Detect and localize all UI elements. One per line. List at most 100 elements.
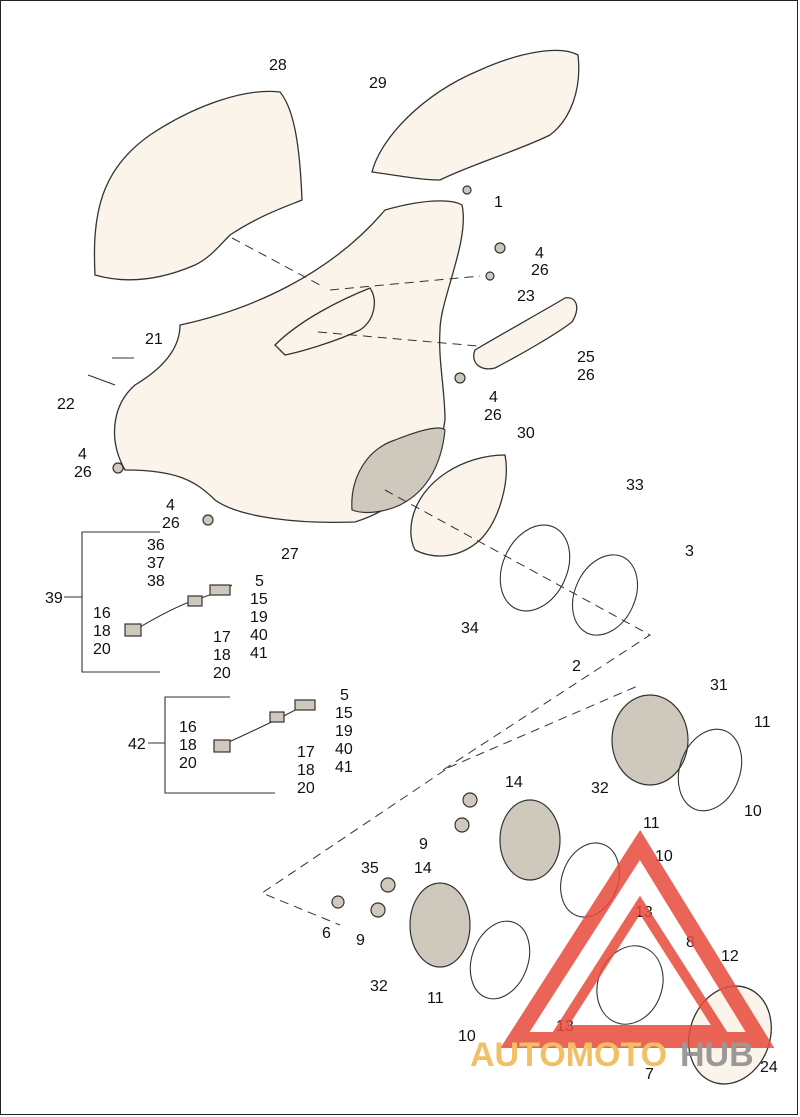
clip-4d: [202, 514, 214, 526]
callout-12: 12: [721, 948, 739, 965]
callout-34: 34: [461, 620, 479, 637]
callout-20: 20: [179, 755, 197, 772]
callout-32: 32: [591, 780, 609, 797]
callout-3: 3: [685, 543, 694, 560]
clip-4c: [112, 462, 124, 474]
callout-4: 4: [166, 497, 175, 514]
callout-26: 26: [74, 464, 92, 481]
callout-37: 37: [147, 555, 165, 572]
callout-25: 25: [577, 349, 595, 366]
bracket-33: [571, 554, 639, 636]
callout-35: 35: [361, 860, 379, 877]
callout-2: 2: [572, 658, 581, 675]
ring-8: [596, 945, 664, 1025]
callout-42: 42: [128, 736, 146, 753]
callout-28: 28: [269, 57, 287, 74]
callout-36: 36: [147, 537, 165, 554]
callout-31: 31: [710, 677, 728, 694]
retaining-ring-11a: [677, 728, 743, 812]
windshield-28: [93, 90, 303, 281]
callout-4: 4: [535, 245, 544, 262]
windshield-29: [371, 49, 580, 181]
screw-23: [485, 271, 495, 281]
watermark-triangle: [500, 829, 775, 1048]
fairing-vent-left: [274, 287, 375, 356]
retaining-ring-11c: [469, 920, 531, 1000]
assembly-line-3: [317, 331, 479, 347]
callout-26: 26: [484, 407, 502, 424]
callout-17: 17: [297, 744, 315, 761]
callout-38: 38: [147, 573, 165, 590]
assembly-line-5: [260, 769, 446, 926]
connector-39-b: [187, 595, 203, 607]
callout-40: 40: [250, 627, 268, 644]
callout-9: 9: [356, 932, 365, 949]
callout-26: 26: [162, 515, 180, 532]
callout-7: 7: [645, 1066, 654, 1083]
callout-40: 40: [335, 741, 353, 758]
callout-23: 23: [517, 288, 535, 305]
callout-6: 6: [322, 925, 331, 942]
callout-32: 32: [370, 978, 388, 995]
callout-4: 4: [78, 446, 87, 463]
bulb-9a: [454, 817, 470, 833]
callout-22: 22: [57, 396, 75, 413]
callout-20: 20: [213, 665, 231, 682]
callout-30: 30: [517, 425, 535, 442]
callout-20: 20: [93, 641, 111, 658]
callout-15: 15: [250, 591, 268, 608]
watermark-text-auto: AUTOMOTO: [470, 1036, 667, 1074]
assembly-line-1: [231, 237, 321, 286]
callout-26: 26: [577, 367, 595, 384]
passing-lamp-32b: [409, 882, 471, 968]
bulb-14b: [380, 877, 396, 893]
trim-ring-30: [410, 454, 507, 557]
callout-8: 8: [686, 934, 695, 951]
watermark-text-hub: HUB: [680, 1036, 754, 1074]
callout-20: 20: [297, 780, 315, 797]
watermark-triangle-inner: [550, 895, 730, 1035]
screw-1: [462, 185, 472, 195]
callout-10: 10: [458, 1028, 476, 1045]
callout-18: 18: [93, 623, 111, 640]
assembly-line-4: [384, 489, 651, 771]
connector-39-c: [209, 584, 231, 596]
callout-24: 24: [760, 1059, 778, 1076]
connector-42-b: [269, 711, 285, 723]
callout-33: 33: [626, 477, 644, 494]
callout-16: 16: [93, 605, 111, 622]
callout-29: 29: [369, 75, 387, 92]
callout-41: 41: [335, 759, 353, 776]
callout-19: 19: [335, 723, 353, 740]
callout-11: 11: [427, 990, 444, 1007]
passing-lamp-32a: [499, 799, 561, 881]
callout-41: 41: [250, 645, 268, 662]
connector-42-c: [294, 699, 316, 711]
callout-5: 5: [255, 573, 264, 590]
clip-4a: [494, 242, 506, 254]
callout-14: 14: [505, 774, 523, 791]
callout-5: 5: [340, 687, 349, 704]
bracket-34: [499, 524, 571, 612]
callout-4: 4: [489, 389, 498, 406]
callout-18: 18: [213, 647, 231, 664]
screw-22: [87, 374, 116, 386]
callout-11: 11: [754, 714, 771, 731]
bulb-9b: [370, 902, 386, 918]
connector-42-a: [213, 739, 231, 753]
callout-15: 15: [335, 705, 353, 722]
fairing-headlight-opening: [351, 427, 446, 514]
vent-25: [473, 297, 578, 370]
bulb-14a: [462, 792, 478, 808]
callout-19: 19: [250, 609, 268, 626]
socket-35: [331, 895, 345, 909]
callout-16: 16: [179, 719, 197, 736]
assembly-line-2: [329, 275, 481, 291]
callout-11: 11: [643, 815, 660, 832]
headlamp-31: [611, 694, 689, 786]
callout-9: 9: [419, 836, 428, 853]
watermark-logo: AUTOMOTO HUB: [470, 829, 775, 1074]
clip-4b: [454, 372, 466, 384]
callout-27: 27: [281, 546, 299, 563]
